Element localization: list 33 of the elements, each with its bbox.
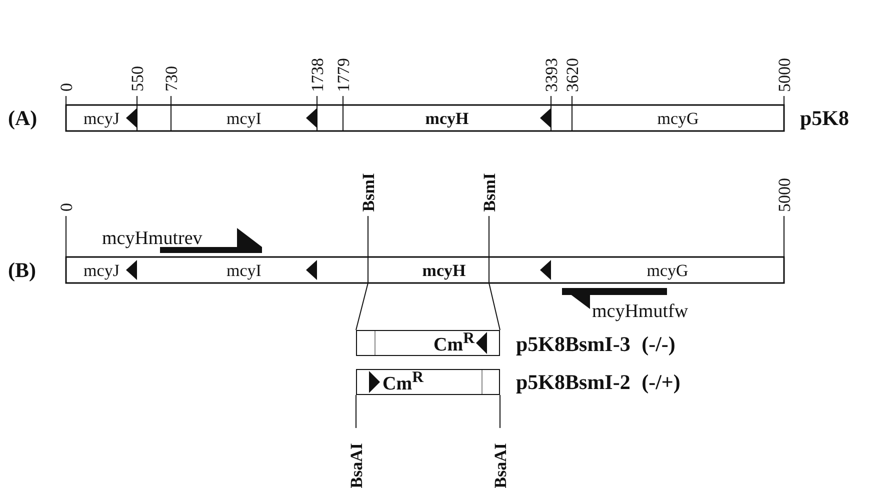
position-label: 3393 bbox=[542, 58, 560, 92]
primer-label: mcyHmutrev bbox=[102, 229, 202, 248]
resistance-cassette bbox=[356, 369, 500, 395]
position-label: 0 bbox=[58, 203, 74, 212]
restriction-site-label: BsaAI bbox=[492, 443, 508, 488]
construct-name: p5K8BsmI-2 (-/+) bbox=[516, 372, 680, 393]
restriction-site-label: BsmI bbox=[480, 173, 498, 212]
resistance-cassette bbox=[356, 330, 500, 356]
cassette-label: Cm$^{R}$ bbox=[434, 331, 474, 355]
gene-label: mcyG bbox=[657, 110, 699, 126]
plasmid-name: p5K8 bbox=[800, 108, 850, 129]
gene-label: mcyG bbox=[646, 262, 688, 278]
gene-label: mcyJ bbox=[84, 262, 120, 278]
restriction-site-label: BsmI bbox=[360, 173, 376, 212]
position-label: 3620 bbox=[564, 58, 580, 92]
panel-label: (A) bbox=[8, 108, 38, 129]
gene-label: mcyJ bbox=[84, 110, 120, 126]
position-label: 5000 bbox=[776, 58, 792, 92]
gene-label: mcyH bbox=[422, 262, 466, 278]
restriction-site-label: BsaAI bbox=[348, 443, 364, 488]
gene-label: mcyI bbox=[226, 110, 262, 126]
position-label: 0 bbox=[58, 83, 74, 92]
construct-name: p5K8BsmI-3 (-/-) bbox=[516, 334, 676, 355]
position-label: 1738 bbox=[308, 58, 326, 92]
position-label: 5000 bbox=[776, 178, 792, 212]
cassette-label: Cm$^{R}$ bbox=[382, 370, 424, 394]
position-label: 550 bbox=[128, 66, 146, 92]
position-label: 1779 bbox=[334, 58, 352, 92]
gene-label: mcyI bbox=[226, 262, 262, 278]
gene-label: mcyH bbox=[425, 110, 469, 126]
position-label: 730 bbox=[162, 66, 180, 92]
panel-label: (B) bbox=[8, 260, 36, 281]
primer-label: mcyHmutfw bbox=[592, 302, 688, 321]
